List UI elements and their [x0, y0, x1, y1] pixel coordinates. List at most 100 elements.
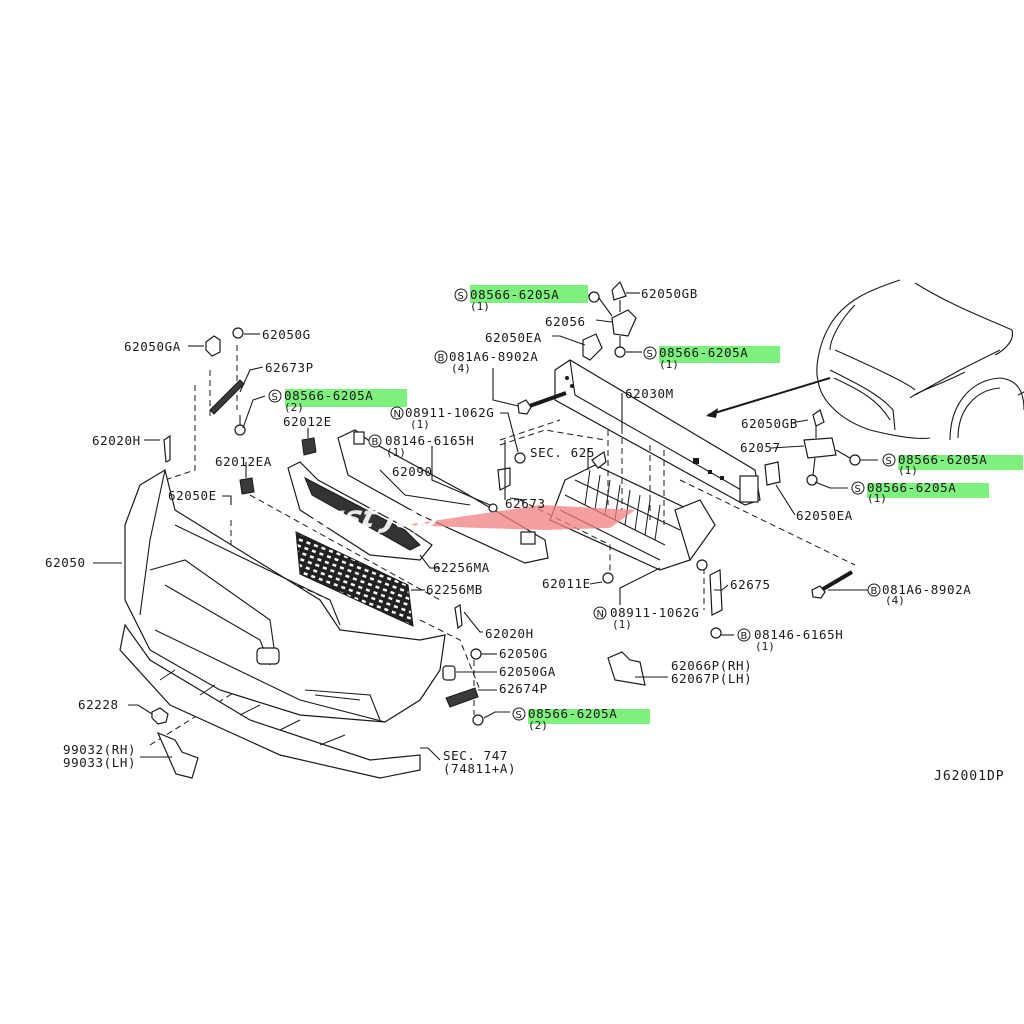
- svg-text:08566-6205A: 08566-6205A: [867, 480, 956, 495]
- svg-text:08911-1062G: 08911-1062G: [610, 605, 699, 620]
- section-ref-625[interactable]: SEC. 625: [530, 445, 595, 460]
- callout-62256MA[interactable]: 62256MA: [433, 560, 490, 575]
- callout-08566-6205A[interactable]: S 08566-6205A (2): [268, 388, 373, 414]
- clip-62012E: [301, 437, 317, 456]
- svg-text:08911-1062G: 08911-1062G: [405, 405, 494, 420]
- callout-081A6-8902A[interactable]: B 081A6-8902A (4): [434, 349, 538, 375]
- fasteners-lower-right: [442, 603, 484, 726]
- bracket-62050EA-upper: [582, 333, 603, 361]
- callout-62675[interactable]: 62675: [730, 577, 771, 592]
- callout-62050E[interactable]: 62050E: [168, 488, 217, 503]
- callout-62674P[interactable]: 62674P: [499, 681, 548, 696]
- callout-62066P[interactable]: 62066P(RH): [671, 658, 752, 673]
- svg-text:N: N: [394, 409, 401, 420]
- callout-08566-6205A[interactable]: S 08566-6205A (2): [512, 706, 617, 732]
- callout-08146-6165H[interactable]: B 08146-6165H (1): [737, 627, 843, 653]
- callout-62090[interactable]: 62090: [392, 464, 433, 479]
- section-ref-747[interactable]: SEC. 747 (74811+A): [443, 748, 516, 776]
- callout-081A6-8902A[interactable]: B 081A6-8902A (4): [867, 582, 971, 607]
- callout-62012E[interactable]: 62012E: [283, 414, 332, 429]
- callout-08911-1062G[interactable]: N 08911-1062G (1): [390, 405, 494, 431]
- svg-text:(4): (4): [451, 362, 471, 375]
- svg-text:081A6-8902A: 081A6-8902A: [882, 582, 971, 597]
- callout-62256MB[interactable]: 62256MB: [426, 582, 483, 597]
- svg-text:08146-6165H: 08146-6165H: [385, 433, 474, 448]
- callout-08911-1062G[interactable]: N 08911-1062G (1): [593, 605, 699, 631]
- svg-text:S: S: [855, 484, 861, 495]
- callout-62050EA[interactable]: 62050EA: [796, 508, 853, 523]
- clip-62012EA: [239, 477, 255, 495]
- callout-62673[interactable]: 62673: [505, 496, 546, 511]
- svg-text:(1): (1): [755, 640, 775, 653]
- svg-text:(1): (1): [659, 358, 679, 371]
- svg-text:(1): (1): [470, 300, 490, 313]
- callout-99032[interactable]: 99032(RH): [63, 742, 136, 757]
- callout-08566-6205A[interactable]: S 08566-6205A (1): [882, 452, 987, 477]
- svg-text:08566-6205A: 08566-6205A: [898, 452, 987, 467]
- callout-62050EA[interactable]: 62050EA: [485, 330, 542, 345]
- callout-62050GB[interactable]: 62050GB: [741, 416, 798, 431]
- svg-text:(1): (1): [612, 618, 632, 631]
- watermark: Just Jap: [301, 500, 635, 535]
- callout-99033[interactable]: 99033(LH): [63, 755, 136, 770]
- svg-text:S: S: [647, 349, 653, 360]
- bolt-081A6-upper: [517, 391, 567, 415]
- callout-62030M[interactable]: 62030M: [625, 386, 674, 401]
- energy-absorber-62090: [337, 429, 549, 564]
- highlights: [285, 285, 1023, 724]
- callout-62020H[interactable]: 62020H: [485, 626, 534, 641]
- locator-arrow: [707, 377, 831, 416]
- callout-62050GB[interactable]: 62050GB: [641, 286, 698, 301]
- svg-text:B: B: [741, 631, 748, 642]
- svg-text:B: B: [871, 586, 878, 597]
- bracket-62675: [696, 559, 723, 639]
- bracket-62056: [588, 280, 637, 358]
- leader-lines: [93, 292, 878, 761]
- callout-62050GA[interactable]: 62050GA: [499, 664, 556, 679]
- bumper-fascia-62050: [119, 469, 446, 779]
- svg-text:08566-6205A: 08566-6205A: [284, 388, 373, 403]
- callout-62050G[interactable]: 62050G: [499, 646, 548, 661]
- svg-text:Just Jap: Just Jap: [301, 500, 444, 534]
- callout-08566-6205A[interactable]: S 08566-6205A (1): [851, 480, 956, 505]
- bracket-62050EA-lower: [764, 461, 781, 486]
- callout-08146-6165H[interactable]: B 08146-6165H (1): [368, 433, 474, 459]
- clip-62011E: [602, 572, 614, 584]
- callout-08566-6205A[interactable]: S 08566-6205A (1): [643, 345, 748, 371]
- callout-62012EA[interactable]: 62012EA: [215, 454, 272, 469]
- callout-62056[interactable]: 62056: [545, 314, 586, 329]
- svg-text:S: S: [516, 710, 522, 721]
- callout-62050[interactable]: 62050: [45, 555, 86, 570]
- svg-text:08566-6205A: 08566-6205A: [659, 345, 748, 360]
- callout-62050GA[interactable]: 62050GA: [124, 339, 181, 354]
- svg-text:B: B: [438, 353, 445, 364]
- tow-hook-cover-62228: [151, 707, 169, 725]
- callout-08566-6205A[interactable]: S 08566-6205A (1): [454, 287, 559, 313]
- svg-text:(4): (4): [885, 594, 905, 607]
- upper-grille-62256MA: [287, 461, 433, 561]
- svg-text:(1): (1): [898, 464, 918, 477]
- bracket-62057: [803, 409, 861, 486]
- svg-text:08566-6205A: 08566-6205A: [528, 706, 617, 721]
- svg-text:(2): (2): [284, 401, 304, 414]
- svg-text:081A6-8902A: 081A6-8902A: [449, 349, 538, 364]
- callout-62011E[interactable]: 62011E: [542, 576, 591, 591]
- svg-text:(1): (1): [386, 446, 406, 459]
- callout-62020H[interactable]: 62020H: [92, 433, 141, 448]
- vehicle-locator-illustration: [706, 279, 1024, 441]
- svg-text:S: S: [886, 456, 892, 467]
- bumper-reinforcement-62030M: [554, 359, 761, 506]
- svg-text:SEC. 625: SEC. 625: [530, 445, 595, 460]
- bracket-99032: [156, 731, 199, 779]
- svg-text:(74811+A): (74811+A): [443, 761, 516, 776]
- callout-labels[interactable]: S 08566-6205A (1) 62050GB 62056 62050EA …: [45, 286, 987, 776]
- callout-62057[interactable]: 62057: [740, 440, 781, 455]
- callout-62067P[interactable]: 62067P(LH): [671, 671, 752, 686]
- callout-62673P[interactable]: 62673P: [265, 360, 314, 375]
- svg-text:(1): (1): [410, 418, 430, 431]
- bolt-081A6-lower: [811, 570, 854, 599]
- callout-62228[interactable]: 62228: [78, 697, 119, 712]
- svg-text:08566-6205A: 08566-6205A: [470, 287, 559, 302]
- callout-62050G[interactable]: 62050G: [262, 327, 311, 342]
